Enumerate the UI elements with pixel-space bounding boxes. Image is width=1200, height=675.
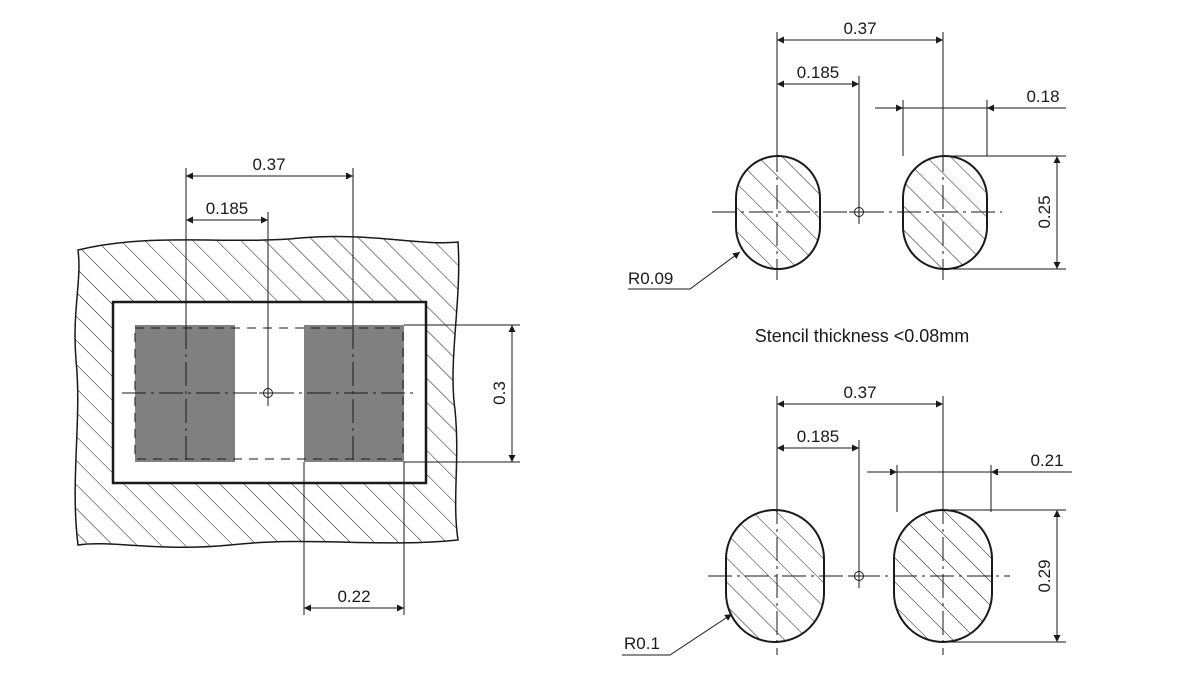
pad-layout-view: 0.37 0.185 0.3 0.22 [74,155,520,615]
bottom-label-height: 0.29 [1035,559,1054,592]
bottom-label-half-pitch: 0.185 [797,427,840,446]
stencil-view-top: 0.37 0.185 0.18 0.25 R0.09 [628,19,1066,290]
bottom-label-radius: R0.1 [624,634,660,653]
bottom-center-mark [849,564,869,588]
top-label-width: 0.18 [1026,87,1059,106]
bottom-label-width: 0.21 [1030,451,1063,470]
label-pad-height: 0.3 [490,381,509,405]
top-center-mark [849,200,869,224]
label-half-pitch: 0.185 [206,199,249,218]
top-label-pitch: 0.37 [843,19,876,38]
component-footprint-dashed [134,327,404,460]
bottom-radius-leader [622,613,733,656]
stencil-thickness-note: Stencil thickness <0.08mm [755,326,970,346]
top-radius-leader [628,251,741,290]
stencil-view-bottom: 0.37 0.185 0.21 0.29 R0.1 [622,383,1072,656]
center-mark [259,380,277,406]
top-label-half-pitch: 0.185 [797,63,840,82]
top-label-height: 0.25 [1035,195,1054,228]
bottom-label-pitch: 0.37 [843,383,876,402]
label-pad-width: 0.22 [337,587,370,606]
label-pitch: 0.37 [252,155,285,174]
top-label-radius: R0.09 [628,269,673,288]
